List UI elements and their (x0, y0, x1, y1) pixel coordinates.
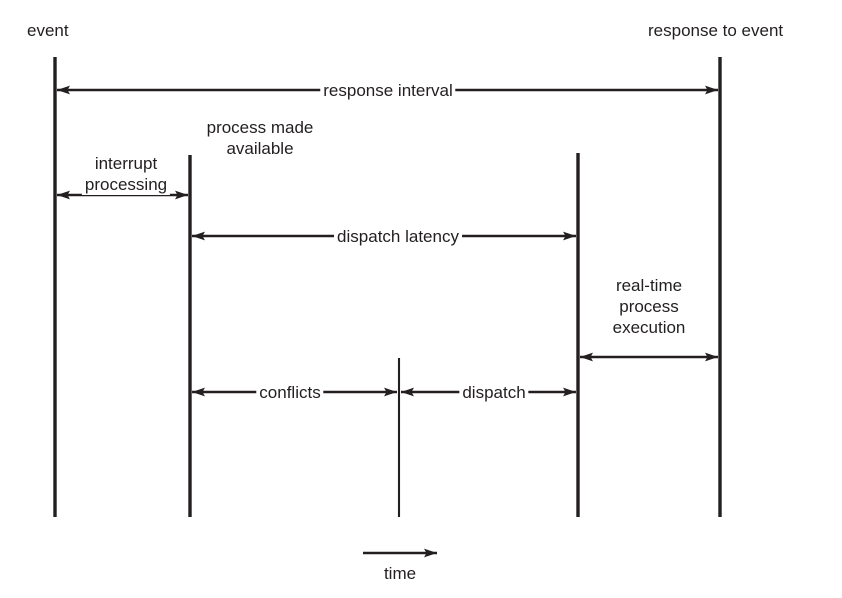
response-interval-label: response interval (320, 80, 456, 101)
interrupt-processing-label: interrupt processing (81, 153, 171, 195)
dispatch-label: dispatch (459, 382, 529, 403)
event-label: event (27, 21, 69, 40)
real-time-process-execution-label: real-time process execution (609, 275, 689, 338)
process-made-available-label: process made available (203, 117, 317, 159)
timeline-markers (53, 57, 722, 517)
time-axis-label: time (383, 564, 417, 583)
conflicts-label: conflicts (256, 382, 324, 403)
dispatch-latency-label: dispatch latency (334, 226, 462, 247)
response-to-event-label: response to event (648, 21, 784, 40)
